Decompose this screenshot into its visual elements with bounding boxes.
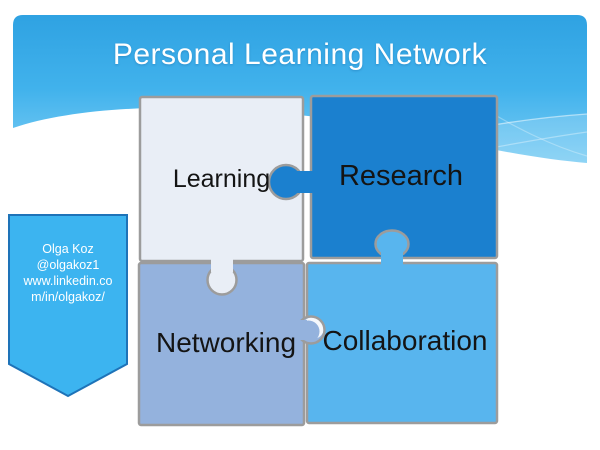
puzzle-label-research: Research — [338, 160, 464, 192]
badge-contact-text: Olga Koz @olgakoz1 www.linkedin.co m/in/… — [10, 241, 126, 305]
slide-title: Personal Learning Network — [112, 38, 488, 71]
puzzle-label-networking: Networking — [155, 327, 297, 358]
badge-url-line1: www.linkedin.co — [23, 274, 113, 288]
badge-url-line2: m/in/olgakoz/ — [31, 290, 105, 304]
puzzle-diagram — [137, 94, 499, 427]
badge-handle: @olgakoz1 — [36, 258, 100, 272]
puzzle-tab-research-icon — [267, 163, 315, 201]
puzzle-label-learning: Learning — [172, 165, 271, 193]
puzzle-tab-learning-icon — [206, 252, 238, 296]
badge-name: Olga Koz — [42, 242, 94, 256]
puzzle-tab-collaboration-icon — [374, 229, 410, 270]
badge-shape — [8, 214, 128, 398]
puzzle-tab-networking-icon — [294, 315, 326, 345]
puzzle-label-collaboration: Collaboration — [322, 325, 488, 356]
